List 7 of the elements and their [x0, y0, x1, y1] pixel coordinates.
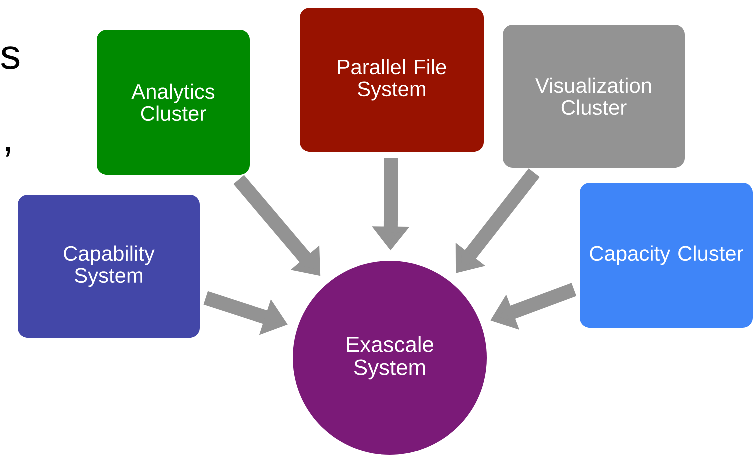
- system-box: Parallel File System: [300, 8, 484, 152]
- system-box: Capacity Cluster: [580, 183, 753, 328]
- system-box: Analytics Cluster: [97, 30, 250, 175]
- text-fragment: ,: [6, 147, 10, 157]
- system-box: Visualization Cluster: [503, 25, 685, 168]
- text-fragment: s: [1, 46, 20, 70]
- system-box: Capability System: [18, 195, 200, 338]
